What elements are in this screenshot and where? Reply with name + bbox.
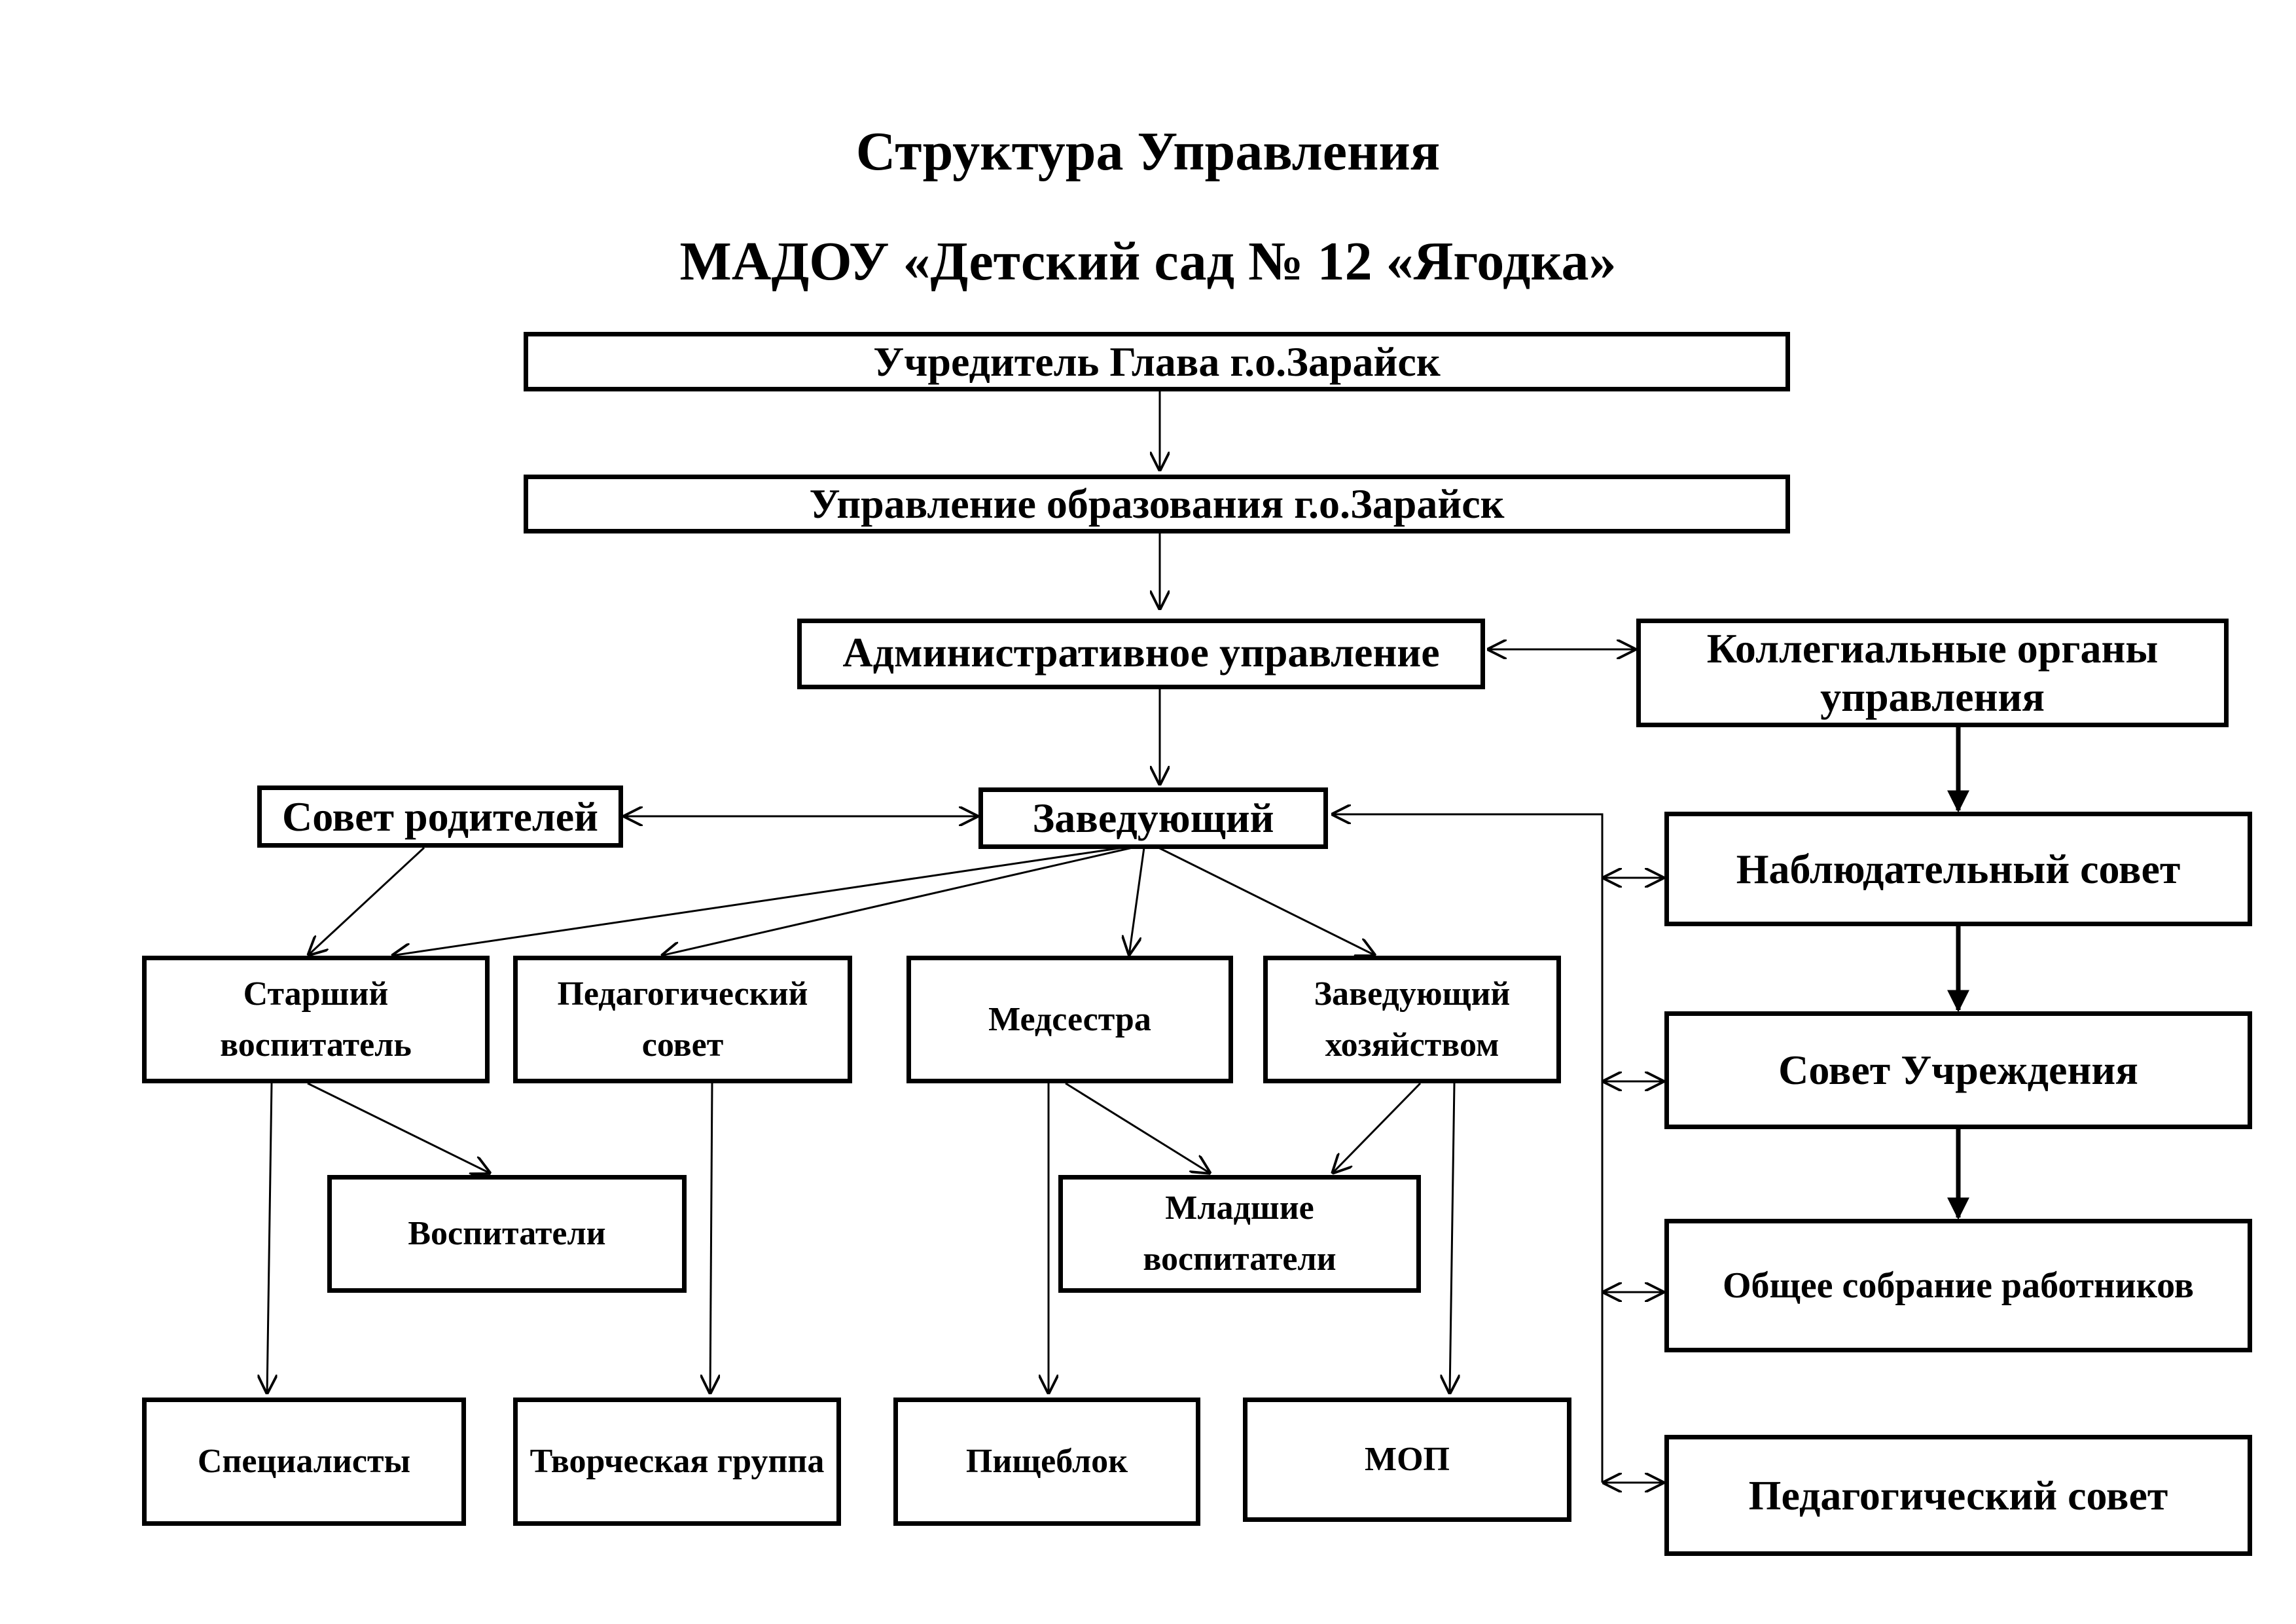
arrow-head-to-pedcouncil — [661, 846, 1133, 956]
node-kitchen: Пищеблок — [893, 1398, 1200, 1526]
arrow-head-to-nurse — [1129, 847, 1145, 956]
arrow-supply-to-junior — [1332, 1082, 1422, 1174]
node-supply-manager: Заведующий хозяйством — [1263, 956, 1561, 1083]
node-junior-teachers: Младшие воспитатели — [1058, 1175, 1421, 1293]
bus-head-to-councils — [1331, 814, 1604, 1483]
arrow-nurse-to-junior — [1065, 1082, 1211, 1174]
node-ped-council-right: Педагогический совет — [1664, 1435, 2252, 1556]
node-creative-group: Творческая группа — [513, 1398, 841, 1526]
arrow-supply-to-mop — [1450, 1083, 1454, 1394]
node-admin: Административное управление — [797, 619, 1485, 689]
diagram-title: Структура Управления — [855, 121, 1441, 182]
arrow-pedcouncil-to-creative — [710, 1083, 712, 1394]
node-specialists: Специалисты — [142, 1398, 466, 1526]
node-teachers: Воспитатели — [327, 1175, 687, 1293]
diagram-subtitle: МАДОУ «Детский сад № 12 «Ягодка» — [679, 231, 1617, 292]
node-founder: Учредитель Глава г.о.Зарайск — [524, 332, 1790, 391]
node-parents-council: Совет родителей — [257, 785, 623, 848]
arrow-senior-to-specialists — [267, 1083, 272, 1394]
node-ped-council: Педагогический совет — [513, 956, 852, 1083]
arrow-head-to-supply — [1158, 846, 1376, 956]
arrow-parents-to-senior — [308, 846, 425, 956]
arrow-senior-to-teachers — [307, 1082, 491, 1174]
node-general-meeting: Общее собрание работников — [1664, 1219, 2252, 1352]
node-nurse: Медсестра — [906, 956, 1233, 1083]
node-head: Заведующий — [978, 787, 1328, 849]
node-supervisory-board: Наблюдательный совет — [1664, 812, 2252, 926]
node-institution-council: Совет Учреждения — [1664, 1011, 2252, 1129]
node-education-dept: Управление образования г.о.Зарайск — [524, 475, 1790, 533]
node-collegial: Коллегиальные органы управления — [1636, 619, 2229, 727]
node-senior-teacher: Старший воспитатель — [142, 956, 490, 1083]
arrow-head-to-senior — [391, 846, 1123, 956]
node-mop: МОП — [1243, 1398, 1571, 1522]
